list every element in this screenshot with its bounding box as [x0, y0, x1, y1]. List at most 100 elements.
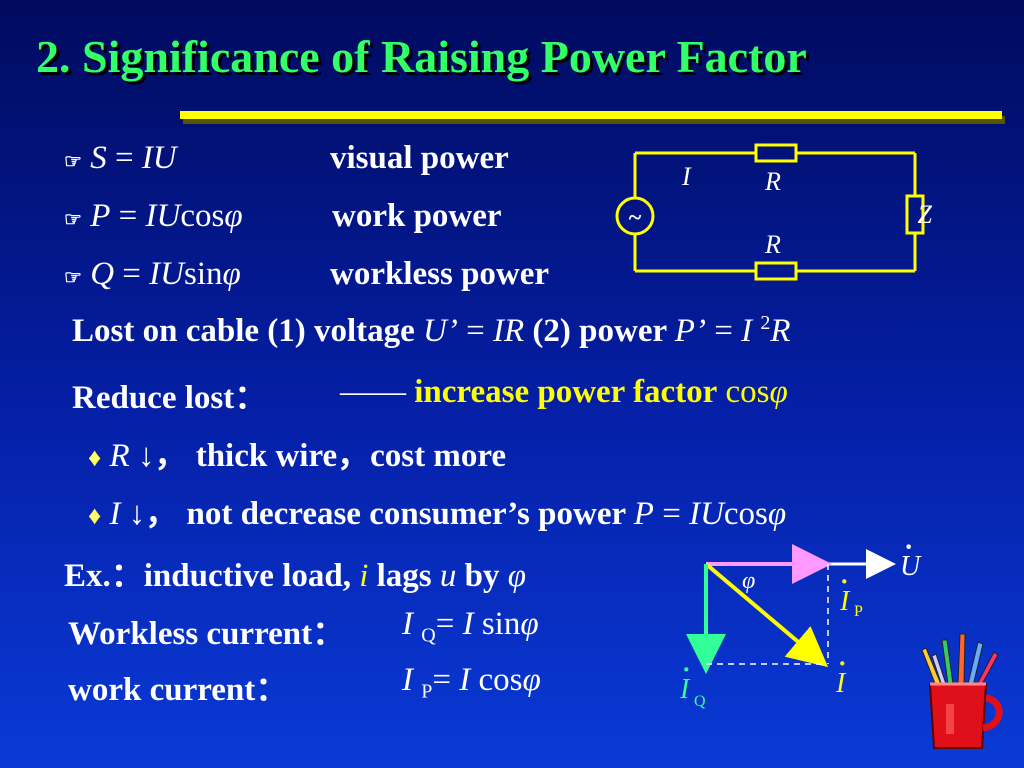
resistor-bottom-label: R — [764, 230, 781, 259]
phasor-diagram: φ U · I P · I · I Q · — [679, 540, 922, 710]
increase-power-factor-text: increase power factor — [414, 374, 718, 410]
power-loss-r: R — [770, 313, 791, 349]
formula-row-visual-power: ☞ S = IU — [64, 140, 177, 177]
formula-fn: sin — [183, 256, 223, 292]
voltage-phasor-label: U — [900, 551, 922, 582]
pointing-hand-icon: ☞ — [64, 209, 82, 231]
work-current-label: work current： — [68, 672, 289, 708]
option-formula-eq: = — [653, 496, 690, 532]
diamond-bullet-icon: ♦ — [88, 501, 102, 530]
formula-rhs: IU — [149, 256, 184, 292]
active-current-dot: · — [840, 567, 849, 596]
work-eq: = — [432, 662, 460, 698]
workless-current-formula: I Q= I sinφ — [402, 606, 539, 648]
formula-lhs: P — [90, 198, 111, 234]
formula-label-workless-power: workless power — [330, 256, 550, 292]
resistor-top — [754, 143, 798, 163]
reactive-current-label: I — [679, 674, 691, 705]
power-factor-phi: φ — [769, 374, 788, 410]
option-comma: ， — [154, 438, 188, 474]
reactive-current-dot: · — [682, 655, 691, 684]
work-phi: φ — [522, 662, 541, 698]
ac-source-symbol: ~ — [629, 205, 642, 231]
current-dot: · — [838, 649, 847, 678]
voltage-loss-eq: = — [457, 313, 493, 349]
formula-label-visual-power: visual power — [330, 140, 509, 176]
pencil-cup-icon — [921, 633, 1003, 749]
resistor-top-label: R — [764, 167, 781, 196]
cable-loss-mid: (2) power — [524, 313, 675, 349]
workless-sub: Q — [421, 624, 436, 647]
formula-eq: = — [114, 256, 150, 292]
current-label: I — [835, 668, 847, 699]
cable-loss-prefix: Lost on cable (1) voltage — [72, 313, 424, 349]
option-var: R — [109, 438, 130, 474]
formula-row-work-power: ☞ P = IUcosφ — [64, 198, 243, 235]
workless-fn: sin — [473, 606, 521, 642]
formula-fn: cos — [180, 198, 225, 234]
formula-label-work-power: work power — [332, 198, 502, 234]
diamond-bullet-icon: ♦ — [88, 443, 102, 472]
reactive-current-sub: Q — [694, 693, 706, 710]
option-text: thick wire，cost more — [195, 438, 507, 474]
voltage-loss-var: U’ — [423, 313, 458, 349]
reduce-lost-label: Reduce lost： — [72, 380, 268, 416]
example-by: by — [456, 558, 508, 594]
title-rule — [180, 111, 1002, 119]
workless-current-label: Workless current： — [68, 616, 346, 652]
ac-source-icon — [615, 196, 655, 236]
formula-eq: = — [106, 140, 142, 176]
workless-phi: φ — [520, 606, 539, 642]
power-loss-eq: = — [705, 313, 742, 349]
option-reduce-resistance: ♦ R ↓， thick wire，cost more — [88, 428, 506, 476]
work-sub: P — [421, 680, 433, 703]
power-loss-exponent: 2 — [760, 312, 771, 334]
reduce-lost-remedy: —— increase power factor cosφ — [340, 374, 788, 411]
example-u: u — [439, 558, 457, 594]
option-formula-rhs: IU — [689, 496, 724, 532]
active-current-sub: P — [854, 603, 863, 620]
pointing-hand-icon: ☞ — [64, 151, 82, 173]
option-reduce-current: ♦ I ↓， not decrease consumer’s power P =… — [88, 486, 786, 534]
option-formula-var: P — [633, 496, 654, 532]
formula-eq: = — [110, 198, 146, 234]
example-i: i — [359, 558, 369, 594]
workless-i: I — [402, 606, 413, 642]
workless-i2: I — [462, 606, 474, 642]
formula-rhs: IU — [145, 198, 181, 234]
work-i2: I — [459, 662, 471, 698]
page-title: 2. Significance of Raising Power Factor — [36, 31, 807, 82]
cable-loss-line: Lost on cable (1) voltage U’ = IR (2) po… — [72, 312, 790, 350]
work-fn: cos — [470, 662, 523, 698]
work-i: I — [402, 662, 413, 698]
voltage-loss-rhs: IR — [493, 313, 525, 349]
phasor-phi-label: φ — [742, 568, 755, 594]
formula-row-workless-power: ☞ Q = IUsinφ — [64, 256, 241, 293]
reduce-dash: —— — [340, 374, 406, 410]
power-loss-i: I — [741, 313, 761, 349]
formula-lhs: S — [90, 140, 107, 176]
voltage-dot: · — [904, 540, 913, 563]
formula-lhs: Q — [90, 256, 115, 292]
option-formula-phi: φ — [767, 496, 787, 532]
active-current-label: I — [839, 586, 851, 617]
formula-rhs: IU — [141, 140, 177, 176]
example-phi: φ — [507, 558, 527, 594]
pointing-hand-icon: ☞ — [64, 267, 82, 289]
option-var: I — [109, 496, 121, 532]
example-lags: lags — [368, 558, 440, 594]
circuit-diagram: ~ I R R Z — [615, 143, 933, 281]
title-rule-shadow — [183, 116, 1005, 124]
resistor-bottom — [754, 261, 798, 281]
down-arrow-icon: ↓ — [128, 496, 146, 532]
down-arrow-icon: ↓ — [137, 438, 155, 474]
workless-eq: = — [435, 606, 463, 642]
impedance-label: Z — [918, 200, 933, 229]
formula-phi: φ — [224, 198, 243, 234]
example-prefix: Ex.：inductive load, — [64, 558, 360, 594]
option-comma: ， — [145, 496, 179, 532]
load-impedance — [905, 194, 925, 235]
power-loss-var: P’ — [674, 313, 706, 349]
formula-phi: φ — [222, 256, 241, 292]
circuit-current-label: I — [681, 162, 692, 191]
